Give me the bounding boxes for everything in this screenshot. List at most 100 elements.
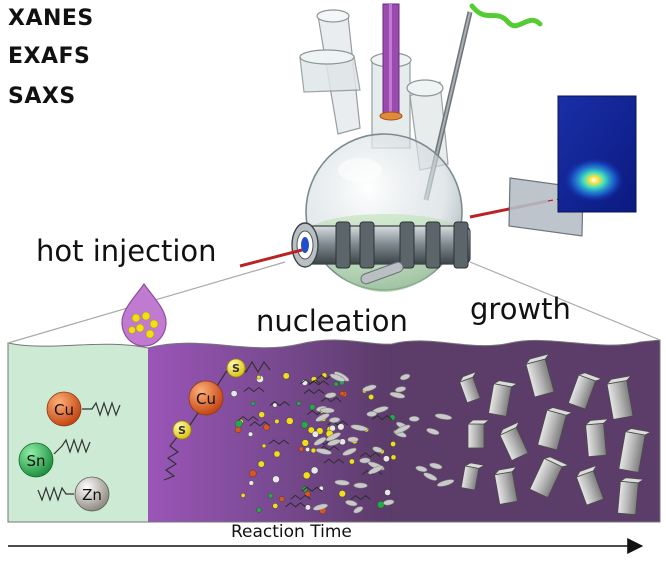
ligand-chain <box>290 494 311 500</box>
nucleation-particle <box>248 480 254 486</box>
nucleus <box>312 503 329 511</box>
ligand-chain <box>371 414 393 421</box>
nucleus <box>399 373 411 381</box>
nucleus <box>423 472 438 481</box>
technique-exafs: EXAFS <box>8 44 91 69</box>
nucleation-particle <box>389 414 396 421</box>
injection-droplet <box>121 282 167 347</box>
nanorod <box>567 372 603 410</box>
nucleation-particle <box>339 391 345 397</box>
nucleation-particle <box>263 423 270 431</box>
nanorod <box>529 456 570 499</box>
nucleus <box>350 424 368 432</box>
ligand-chain <box>268 439 290 445</box>
nanorod <box>488 380 519 417</box>
nucleation-particle <box>272 503 279 509</box>
nucleation-particle <box>303 471 311 480</box>
growth-nanorods <box>458 353 652 516</box>
nucleus <box>362 384 377 392</box>
ligand-chain <box>361 469 383 476</box>
nucleation-particle <box>305 447 310 452</box>
nanorod <box>524 353 555 398</box>
nucleation-particle <box>298 446 304 452</box>
nucleus <box>320 407 335 414</box>
nanorod <box>575 464 605 506</box>
nucleus <box>334 479 350 486</box>
nucleus <box>353 482 368 489</box>
nucleus <box>366 411 377 417</box>
nucleation-particle <box>272 402 278 408</box>
nucleus <box>394 424 411 434</box>
nucleation-particle <box>268 493 274 499</box>
axis-label-reaction-time: Reaction Time <box>231 522 352 542</box>
cu-label: Cu <box>54 401 74 419</box>
nucleus <box>353 506 364 514</box>
nucleus <box>368 465 384 475</box>
nucleation-particle <box>333 381 339 387</box>
sn-label: Sn <box>26 452 45 470</box>
nucleation-particle <box>368 394 374 400</box>
nucleation-particle <box>257 460 265 468</box>
nucleation-particle <box>390 441 396 447</box>
nucleus <box>313 436 327 446</box>
nanorod <box>618 428 652 473</box>
nucleus <box>342 447 357 456</box>
nucleus <box>329 373 346 382</box>
zn-label: Zn <box>82 486 102 504</box>
ligand-chain <box>360 452 381 458</box>
nucleation-particle <box>304 504 311 511</box>
nucleus <box>408 416 420 422</box>
label-hot-injection: hot injection <box>36 234 217 268</box>
nucleus <box>415 465 428 473</box>
nucleation-particle <box>234 426 242 433</box>
nanorod <box>460 462 486 491</box>
precursor-zn: Zn <box>37 476 110 512</box>
nucleation-particle <box>390 454 397 460</box>
nucleation-particle <box>258 411 265 418</box>
s-label-bottom: S <box>178 424 186 437</box>
ligand-chain <box>320 397 342 403</box>
nanorod <box>499 420 529 462</box>
nucleation-particle <box>338 490 346 498</box>
ligand-chain <box>243 386 265 393</box>
nucleation-particle <box>311 430 319 438</box>
nucleation-particle <box>301 439 309 447</box>
nanorod <box>605 375 634 420</box>
ligand-chain <box>269 401 290 407</box>
ligand-chain <box>300 379 321 385</box>
nanorod <box>617 477 645 516</box>
nucleation-particle <box>304 491 311 498</box>
nucleation-particle <box>272 475 280 483</box>
ligand-chain <box>323 458 345 464</box>
nucleus <box>359 457 371 464</box>
nucleus <box>429 462 443 470</box>
nucleus <box>345 499 358 507</box>
label-nucleation: nucleation <box>256 304 408 338</box>
nucleus <box>315 448 332 455</box>
nucleus <box>426 428 440 435</box>
nucleation-particle <box>310 447 317 454</box>
precursor-sn: Sn <box>18 438 91 478</box>
nucleation-particle <box>384 489 391 496</box>
nucleation-particle <box>309 404 316 411</box>
nucleation-particle <box>250 400 256 406</box>
cu-complex-label: Cu <box>196 390 216 408</box>
nucleus <box>315 413 330 422</box>
nucleation-particle <box>256 507 262 513</box>
nanorod <box>458 371 481 404</box>
nucleation-particle <box>234 419 243 428</box>
nanorod <box>466 419 491 449</box>
nucleus <box>372 446 383 453</box>
nanorod <box>493 466 518 505</box>
nucleus <box>325 432 341 442</box>
nucleation-particle <box>383 455 390 463</box>
nucleation-particle <box>301 421 309 429</box>
nucleation-particle <box>282 372 290 380</box>
s-label-top: S <box>232 362 240 375</box>
nucleus <box>324 392 337 399</box>
ligand-chain <box>308 380 329 386</box>
zoom-line-right <box>469 261 661 341</box>
nucleation-particle <box>296 400 302 406</box>
nucleus <box>394 386 407 393</box>
